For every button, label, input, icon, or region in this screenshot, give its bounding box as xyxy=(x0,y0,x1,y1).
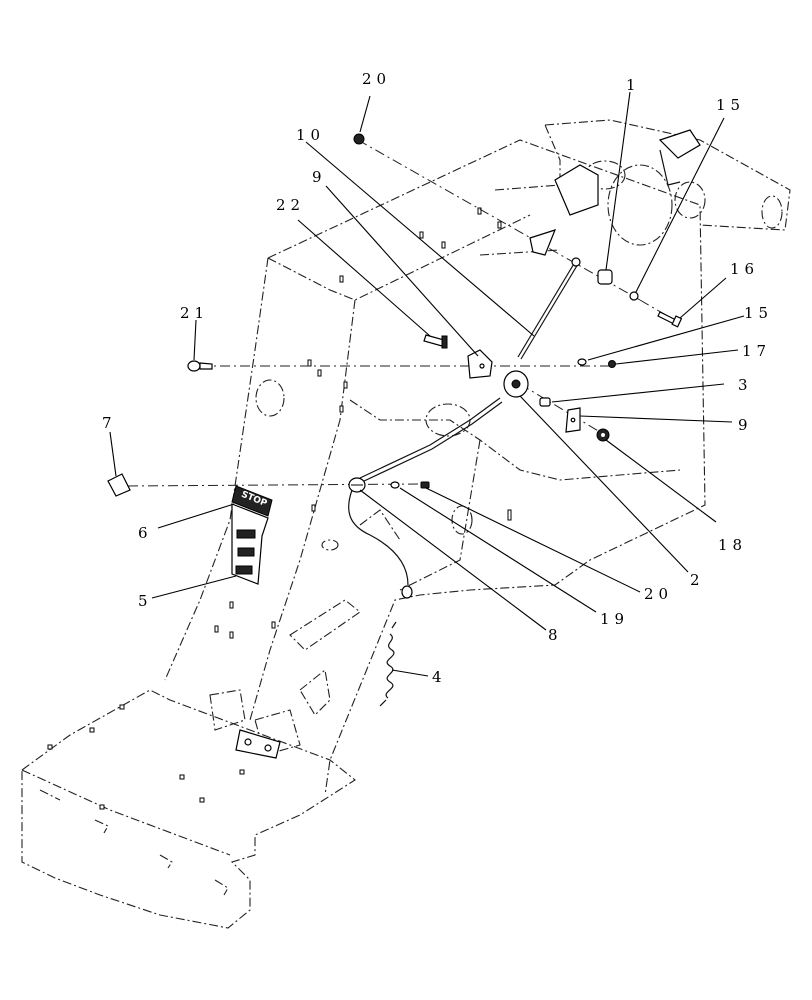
part-15-washer-upper xyxy=(629,291,639,301)
part-2-pulley xyxy=(503,370,529,398)
callout-9-right: 9 xyxy=(738,416,753,434)
callout-6: 6 xyxy=(138,524,153,542)
part-7-cap xyxy=(107,473,131,497)
part-15-washer-right xyxy=(577,358,587,366)
callout-18-right: 18 xyxy=(718,536,747,554)
part-9-bracket-left xyxy=(467,349,493,379)
callout-15-right: 15 xyxy=(744,304,773,322)
part-16-bolt xyxy=(657,311,683,328)
callout-19: 19 xyxy=(600,610,629,628)
frame-outline xyxy=(21,119,791,929)
leader-lines xyxy=(109,91,745,677)
slot-marks xyxy=(47,207,512,810)
cable-assembly xyxy=(348,257,581,599)
callout-3: 3 xyxy=(738,376,753,394)
part-3-pin xyxy=(539,397,551,407)
axis-lines xyxy=(127,139,679,487)
callout-7: 7 xyxy=(102,414,117,432)
callout-2: 2 xyxy=(690,571,705,589)
part-22-screw xyxy=(423,334,448,349)
callout-17: 17 xyxy=(742,342,771,360)
lower-bracket xyxy=(235,729,281,759)
callout-18-top: 20 xyxy=(362,70,391,88)
callout-4: 4 xyxy=(432,668,447,686)
callout-1: 1 xyxy=(626,76,641,94)
callout-16: 16 xyxy=(730,260,759,278)
callout-9-left: 9 xyxy=(312,168,327,186)
bracket-upper xyxy=(529,129,701,256)
part-18-nut-right xyxy=(596,428,610,442)
part-20-screw xyxy=(420,481,430,489)
callout-10: 10 xyxy=(296,126,325,144)
callout-22: 22 xyxy=(276,196,305,214)
callout-21: 21 xyxy=(180,304,209,322)
part-5-plate xyxy=(231,503,269,585)
part-21-bolt xyxy=(187,360,213,372)
part-17-nut xyxy=(608,360,616,368)
part-9-bracket-right xyxy=(565,407,581,433)
part-8-grommet xyxy=(348,477,366,493)
callout-20: 20 xyxy=(644,585,673,603)
part-1-bushing xyxy=(597,269,613,285)
part-19-washer xyxy=(390,481,400,489)
callout-15-upper: 15 xyxy=(716,96,745,114)
part-4-spring xyxy=(379,621,397,707)
part-18-nut-top xyxy=(353,133,365,145)
callout-5: 5 xyxy=(138,592,153,610)
callouts: 20 10 9 22 1 15 16 15 17 3 9 18 2 20 19 … xyxy=(102,70,773,686)
callout-8: 8 xyxy=(548,626,563,644)
